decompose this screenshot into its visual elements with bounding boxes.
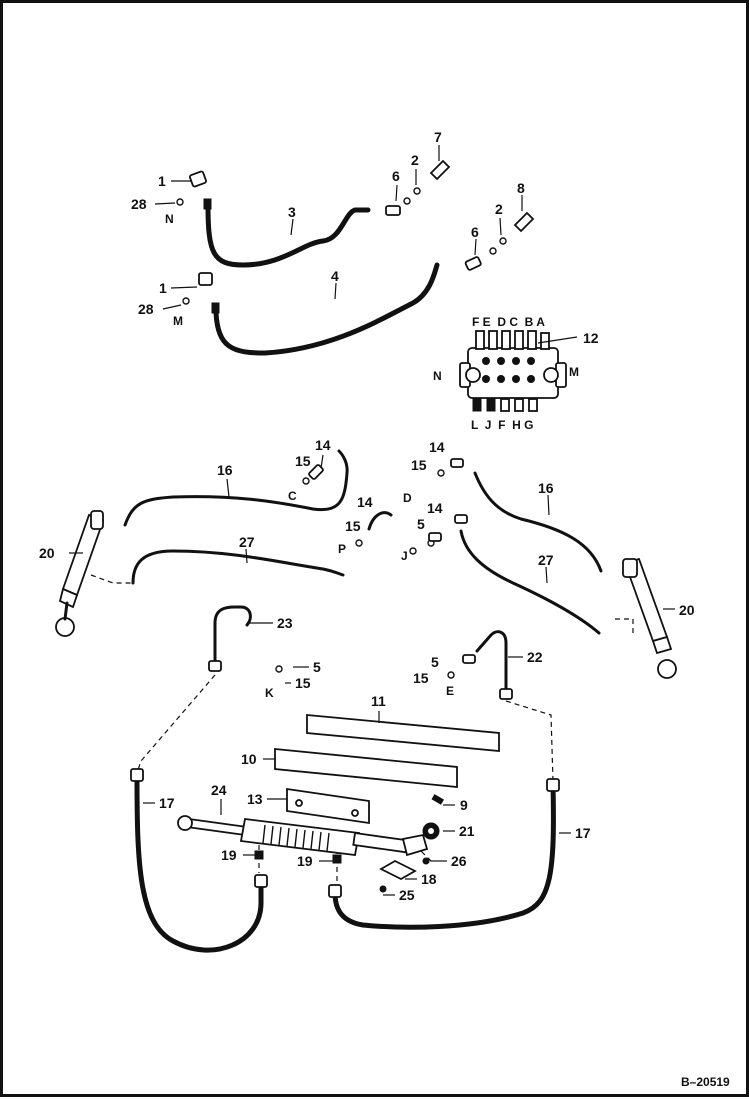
callout-20: 20: [39, 545, 55, 561]
callout-13: 13: [247, 791, 263, 807]
fitting-7: [429, 159, 451, 181]
callout-9: 9: [460, 797, 468, 813]
callout-21: 21: [459, 823, 475, 839]
callout-1: 1: [158, 173, 166, 189]
valve-top-ports: F E D C B A: [472, 315, 545, 329]
callout-18: 18: [421, 871, 437, 887]
callout-2: 2: [495, 201, 503, 217]
control-valve-12: [459, 330, 578, 412]
callout-14: 14: [315, 437, 331, 453]
callout-numbers: 1 28 3 6 2 7 1 28 4 6 2 8 12 16 14 15 14…: [39, 129, 695, 903]
pivot-pin-18: [379, 857, 430, 893]
fitting-19b: [332, 854, 342, 864]
hoses-right-16-27: [427, 458, 603, 635]
valve-left-port: N: [433, 369, 442, 383]
callout-17: 17: [159, 795, 175, 811]
callout-12: 12: [583, 330, 599, 346]
port-K: K: [265, 686, 274, 700]
adapter-6a: [385, 205, 401, 216]
callout-23: 23: [277, 615, 293, 631]
port-letters: N M C D P J K E F E D C B A N M L J F H …: [165, 212, 579, 700]
callout-5: 5: [431, 654, 439, 670]
callout-22: 22: [527, 649, 543, 665]
valve-right-port: M: [569, 365, 579, 379]
callout-2: 2: [411, 152, 419, 168]
callout-15: 15: [413, 670, 429, 686]
bracket-13: [286, 787, 370, 825]
callout-27: 27: [239, 534, 255, 550]
hoses-left-16-27: [123, 449, 349, 585]
callout-24: 24: [211, 782, 227, 798]
tube-22: [447, 630, 513, 700]
callout-1: 1: [159, 280, 167, 296]
figure-number: B–20519: [681, 1075, 730, 1089]
callout-6: 6: [471, 224, 479, 240]
callout-16: 16: [217, 462, 233, 478]
port-D: D: [403, 491, 412, 505]
callout-14: 14: [357, 494, 373, 510]
exploded-hydraulic-diagram: 1 28 3 6 2 7 1 28 4 6 2 8 12 16 14 15 14…: [39, 129, 730, 1089]
plate-11: [306, 714, 500, 752]
cylinder-20-right: [615, 557, 677, 679]
callout-25: 25: [399, 887, 415, 903]
port-N: N: [165, 212, 174, 226]
hose-17-right: [328, 778, 560, 930]
hose-assembly-4: [182, 211, 535, 356]
bushing-21: [422, 822, 440, 840]
callout-8: 8: [517, 180, 525, 196]
callout-19: 19: [221, 847, 237, 863]
valve-bottom-ports: L J F H G: [471, 418, 533, 432]
callout-3: 3: [288, 204, 296, 220]
callout-15: 15: [295, 675, 311, 691]
port-E: E: [446, 684, 454, 698]
callout-28: 28: [138, 301, 154, 317]
callout-15: 15: [411, 457, 427, 473]
callout-15: 15: [345, 518, 361, 534]
callout-11: 11: [371, 693, 386, 709]
callout-16: 16: [538, 480, 554, 496]
callout-17: 17: [575, 825, 591, 841]
hose-17-left: [130, 768, 268, 953]
cylinder-24: [177, 815, 429, 857]
cylinder-20-left: [55, 510, 133, 637]
hose-assembly-3: [176, 159, 451, 268]
bolt-9: [431, 794, 445, 805]
callout-4: 4: [331, 268, 339, 284]
callout-28: 28: [131, 196, 147, 212]
callout-14: 14: [427, 500, 443, 516]
callout-15: 15: [295, 453, 311, 469]
fitting-8: [513, 211, 535, 233]
callout-20: 20: [679, 602, 695, 618]
port-J: J: [401, 549, 408, 563]
center-fittings: [355, 511, 442, 555]
callout-10: 10: [241, 751, 257, 767]
plate-10: [274, 748, 458, 788]
port-M: M: [173, 314, 183, 328]
callout-26: 26: [451, 853, 467, 869]
callout-27: 27: [538, 552, 554, 568]
callout-6: 6: [392, 168, 400, 184]
fitting-19a: [254, 850, 264, 860]
tube-23: [208, 605, 283, 673]
callout-14: 14: [429, 439, 445, 455]
callout-5: 5: [313, 659, 321, 675]
leader-lines: [69, 145, 675, 896]
port-C: C: [288, 489, 297, 503]
callout-7: 7: [434, 129, 442, 145]
callout-5: 5: [417, 516, 425, 532]
callout-19: 19: [297, 853, 313, 869]
port-P: P: [338, 542, 346, 556]
